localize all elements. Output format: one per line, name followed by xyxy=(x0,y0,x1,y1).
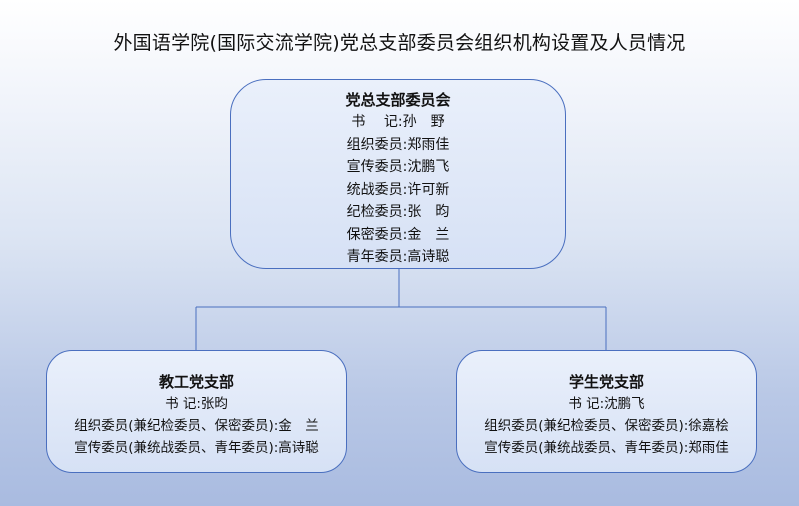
committee-title: 党总支部委员会 xyxy=(345,91,451,109)
committee-member-discipline: 纪检委员:张 昀 xyxy=(346,204,450,220)
committee-member-security: 保密委员:金 兰 xyxy=(346,226,450,243)
committee-member-secretary: 书 记:孙 野 xyxy=(351,114,445,130)
student-branch-title: 学生党支部 xyxy=(568,373,644,391)
staff-branch-organization: 组织委员(兼纪检委员、保密委员):金 兰 xyxy=(74,418,319,434)
committee-member-youth: 青年委员:高诗聪 xyxy=(346,249,450,265)
committee-box: 党总支部委员会 书 记:孙 野 组织委员:郑雨佳 宣传委员:沈鹏飞 统战委员:许… xyxy=(230,79,566,269)
committee-member-publicity: 宣传委员:沈鹏飞 xyxy=(346,159,450,175)
student-branch-organization: 组织委员(兼纪检委员、保密委员):徐嘉桧 xyxy=(484,418,729,434)
staff-branch-publicity: 宣传委员(兼统战委员、青年委员):高诗聪 xyxy=(74,440,319,456)
staff-branch-box: 教工党支部 书 记:张昀 组织委员(兼纪检委员、保密委员):金 兰 宣传委员(兼… xyxy=(46,350,347,473)
staff-branch-title: 教工党支部 xyxy=(158,373,234,391)
student-branch-box: 学生党支部 书 记:沈鹏飞 组织委员(兼纪检委员、保密委员):徐嘉桧 宣传委员(… xyxy=(456,350,757,473)
committee-member-organization: 组织委员:郑雨佳 xyxy=(346,136,450,153)
staff-branch-secretary: 书 记:张昀 xyxy=(165,396,228,412)
page-title: 外国语学院(国际交流学院)党总支部委员会组织机构设置及人员情况 xyxy=(113,32,686,54)
student-branch-publicity: 宣传委员(兼统战委员、青年委员):郑雨佳 xyxy=(484,440,729,456)
student-branch-secretary: 书 记:沈鹏飞 xyxy=(568,396,645,412)
committee-member-united-front: 统战委员:许可新 xyxy=(346,181,450,198)
